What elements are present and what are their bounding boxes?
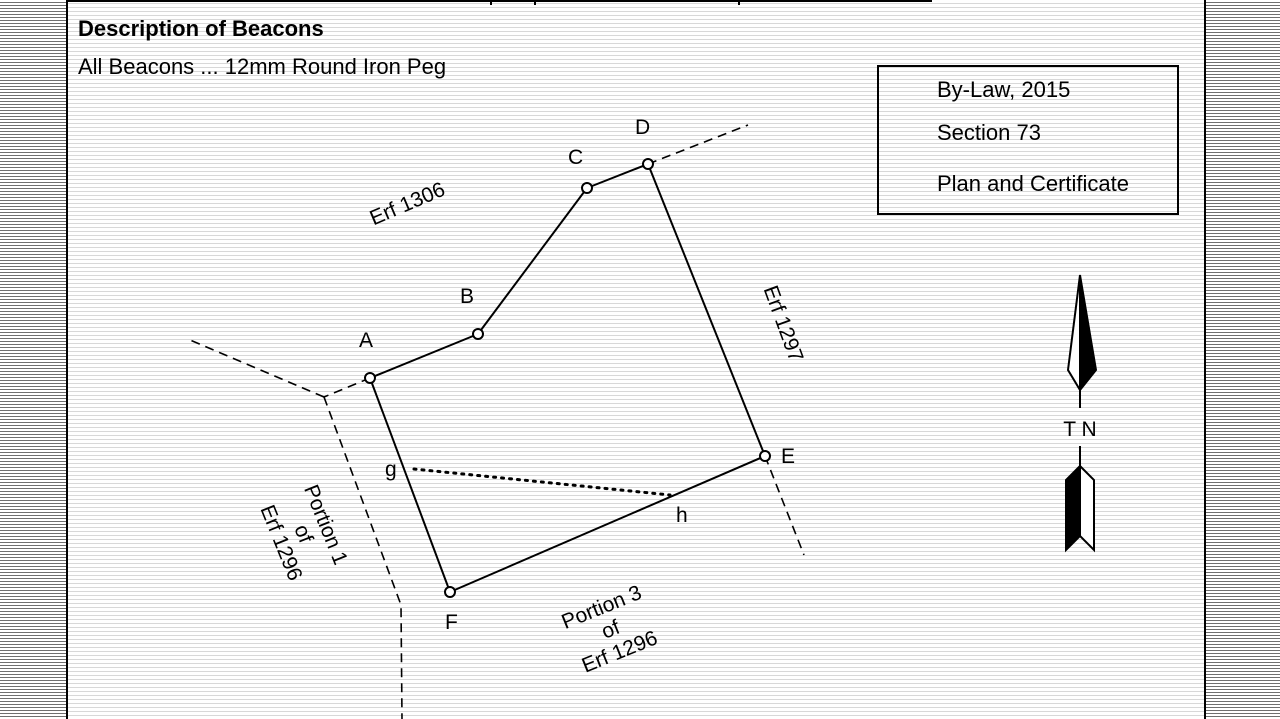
beacons-description: All Beacons ... 12mm Round Iron Peg: [78, 54, 447, 79]
beacon-A-label: A: [359, 329, 373, 352]
portion-1-label: Portion 1 of Erf 1296: [256, 482, 352, 584]
dashed-line-E: [764, 455, 805, 556]
point-h-label: h: [676, 504, 688, 527]
beacon-C-marker: [581, 182, 593, 194]
border-tick: [738, 0, 740, 5]
beacon-F-label: F: [445, 611, 458, 634]
beacon-D-marker: [642, 158, 654, 170]
boundary-A-B: [369, 333, 479, 379]
beacon-B-marker: [472, 328, 484, 340]
info-box: By-Law, 2015 Section 73 Plan and Certifi…: [877, 65, 1179, 215]
beacon-D-label: D: [635, 116, 650, 139]
dashed-line-D: [647, 124, 749, 165]
north-arrow-label: T N: [1063, 418, 1096, 441]
section-text: Section 73: [937, 120, 1041, 145]
plan-certificate-text: Plan and Certificate: [937, 171, 1129, 196]
border-tick: [534, 0, 536, 5]
dashed-line-west: [189, 339, 325, 398]
parcel-labels: Erf 1306 Erf 1297 Portion 1 of Erf 1296 …: [256, 178, 808, 678]
dashed-line-A: [323, 377, 371, 398]
beacon-markers: [364, 158, 771, 598]
bylaw-text: By-Law, 2015: [937, 77, 1071, 102]
dotted-line-g-h: [412, 467, 672, 497]
beacon-C-label: C: [568, 146, 583, 169]
border-tick: [490, 0, 492, 5]
beacon-F-marker: [444, 586, 456, 598]
beacon-A-marker: [364, 372, 376, 384]
boundary-lines: [369, 163, 766, 593]
portion-3-label: Portion 3 of Erf 1296: [558, 581, 660, 677]
plan-sheet: [66, 0, 1206, 719]
point-g-label: g: [385, 458, 397, 481]
neighbour-boundaries: [189, 124, 805, 719]
beacons-heading: Description of Beacons: [78, 16, 324, 41]
beacon-E-label: E: [781, 445, 795, 468]
boundary-D-E: [647, 163, 766, 457]
north-arrow-icon: T N: [1063, 274, 1098, 553]
boundary-C-D: [586, 163, 649, 189]
boundary-E-F: [449, 455, 766, 593]
beacon-E-marker: [759, 450, 771, 462]
top-border: [66, 0, 932, 2]
beacon-labels: A B C D E F g h: [359, 116, 795, 634]
erf-1297-label: Erf 1297: [759, 283, 808, 365]
boundary-F-A: [369, 377, 451, 593]
beacon-B-label: B: [460, 285, 474, 308]
erf-1306-label: Erf 1306: [366, 178, 448, 230]
boundary-B-C: [477, 187, 588, 335]
